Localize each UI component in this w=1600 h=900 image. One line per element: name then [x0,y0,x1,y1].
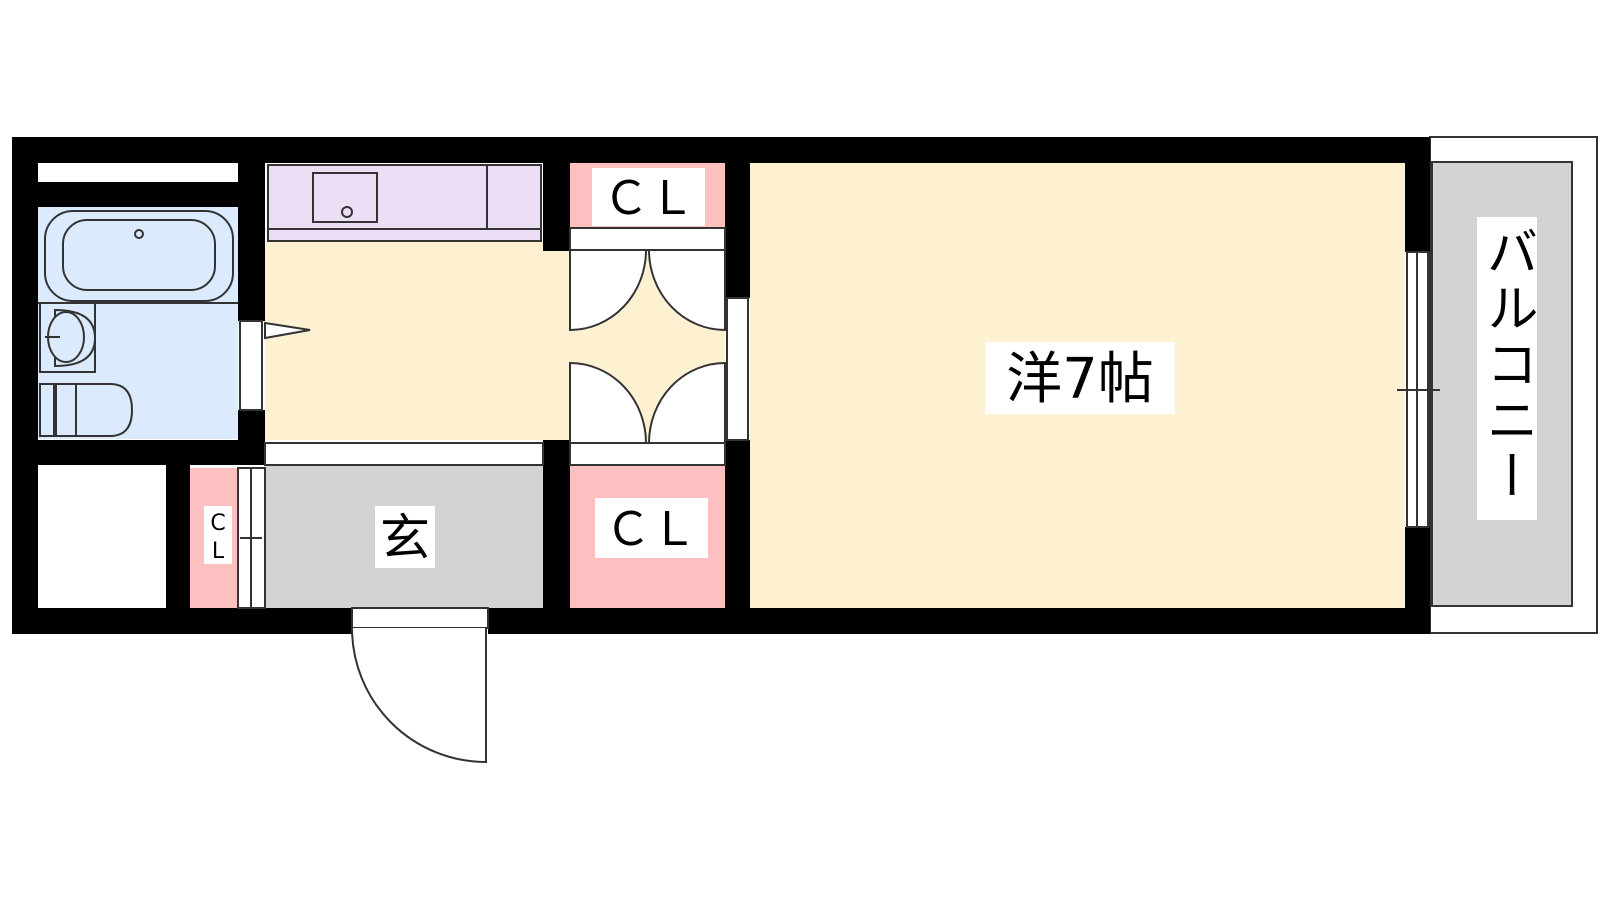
wall-storage-right [166,465,190,608]
room-labels: 洋7帖 ＣＬ ＣＬ C L 玄 バルコニー [204,168,1537,568]
closet-top-shelf-line [569,227,726,251]
closet-bottom-label-bg [595,498,708,558]
closet-small-label-l: L [212,539,225,564]
closet-small-label-bg [204,506,232,564]
entrance-door-frame [351,607,489,629]
wall-partition-lower [725,440,750,608]
western-room-label-bg [985,342,1175,414]
corridor-floor [265,240,725,440]
thin-partitions [237,227,1429,629]
wall-partition-upper [725,163,750,298]
entrance-door-swing [351,627,487,764]
wall-left [12,137,38,634]
wall-bath-right-upper [238,163,265,321]
closet-small-label-c: C [210,511,225,536]
wall-bottom-right [488,608,1430,634]
wall-bottom-left [12,608,352,634]
corridor-bottom-line [264,442,544,466]
wash-basin-icon [39,302,97,373]
storage-floor [38,465,166,608]
wall-right-upper [1405,137,1430,252]
balcony-label: バルコニー [1477,225,1537,505]
toilet-icon [39,383,134,437]
closet-top-label-bg [592,168,705,226]
western-room-opening [726,297,749,441]
wall-bath-right-lower [238,410,265,440]
walls [12,137,1430,634]
closet-doors [569,249,726,444]
closet-bottom-shelf-line [569,442,726,466]
entrance-label-bg [375,506,435,568]
bathtub-icon [38,210,238,304]
entrance-label: 玄 [380,509,430,567]
wall-bath-top-inner [38,182,238,207]
kitchen-sink [268,165,541,230]
balcony-label-bg [1477,217,1537,520]
balcony-window-detail [1397,252,1440,527]
bath-door-frame [239,320,263,411]
closet-top-label: ＣＬ [603,171,695,225]
closet-small-rail [240,468,262,608]
wall-top [12,137,1430,163]
wall-corridor-bottom [543,440,570,608]
bath-door-swing [264,321,311,340]
room-fills [38,136,1598,634]
wall-right-lower [1405,527,1430,634]
closet-bottom-label: ＣＬ [605,502,697,556]
wall-bath-bottom [38,440,265,465]
wall-kitchen-right [543,163,570,251]
western-room-label: 洋7帖 [1006,347,1154,412]
